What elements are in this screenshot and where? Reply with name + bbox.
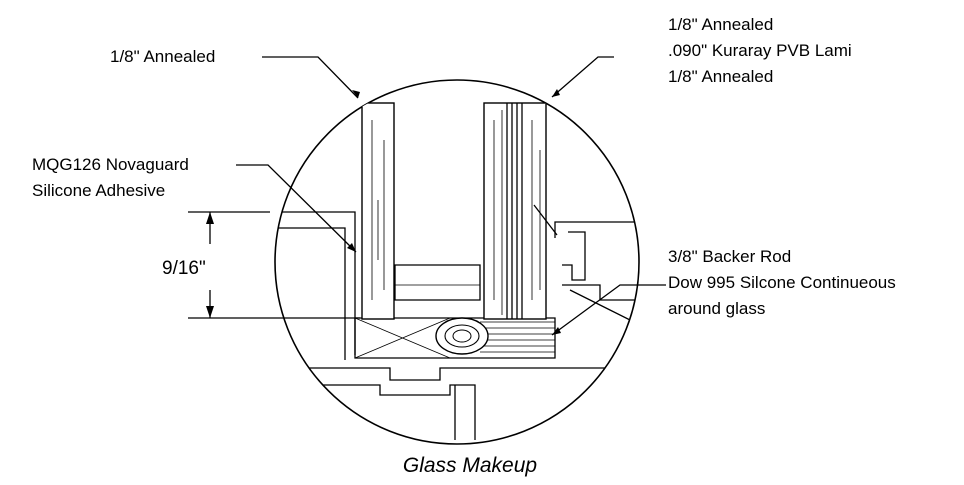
label-dimension: 9/16" <box>162 258 206 279</box>
caption: Glass Makeup <box>403 454 537 477</box>
label-adhesive-2: Silicone Adhesive <box>32 181 165 200</box>
right-laminated-glass-pane <box>483 102 547 320</box>
label-left-glass: 1/8" Annealed <box>110 47 215 66</box>
label-backer-3: around glass <box>668 299 765 318</box>
label-right-glass-3: 1/8" Annealed <box>668 67 773 86</box>
backer-rod <box>435 317 489 355</box>
label-adhesive-1: MQG126 Novaguard <box>32 155 189 174</box>
label-backer-2: Dow 995 Silcone Continueous <box>668 273 896 292</box>
leader-lines <box>236 56 666 336</box>
section-detail <box>275 102 639 440</box>
silicone-bead <box>480 321 555 353</box>
label-backer-1: 3/8" Backer Rod <box>668 247 791 266</box>
label-right-glass-1: 1/8" Annealed <box>668 15 773 34</box>
dimension-9-16 <box>188 211 360 319</box>
label-right-glass-2: .090" Kuraray PVB Lami <box>668 41 852 60</box>
detail-circle <box>274 79 640 445</box>
